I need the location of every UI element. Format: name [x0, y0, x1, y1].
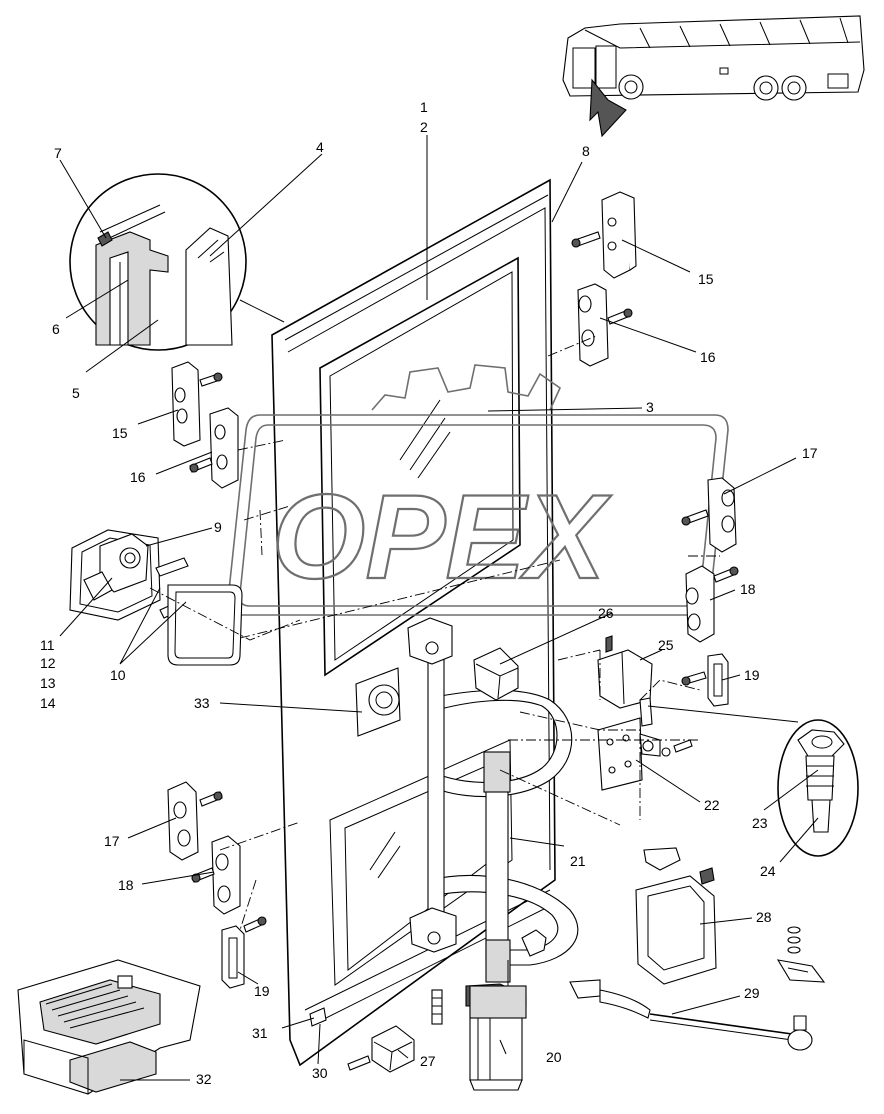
door-cylinder [465, 960, 527, 1091]
stop-block-27 [347, 1025, 415, 1073]
callout-25: 25 [658, 637, 674, 653]
callout-23: 23 [752, 815, 768, 831]
hinge-17-left [167, 781, 223, 861]
washers-stack [776, 926, 826, 983]
callout-6: 6 [52, 321, 60, 337]
callout-2: 2 [420, 119, 428, 135]
callout-5: 5 [72, 385, 80, 401]
bracket-22 [597, 717, 693, 791]
latch-19-right [681, 653, 729, 707]
callout-22: 22 [704, 797, 720, 813]
leader-lines [59, 135, 819, 1081]
callout-21: 21 [570, 853, 586, 869]
callout-16-right: 16 [700, 349, 716, 365]
callout-19-right: 19 [744, 667, 760, 683]
hinge-17-right [681, 477, 737, 553]
callout-17-left: 17 [104, 833, 120, 849]
callout-14: 14 [40, 695, 56, 711]
callout-31: 31 [252, 1025, 268, 1041]
callout-7: 7 [54, 145, 62, 161]
bracket-25 [597, 635, 653, 709]
latch-19-left [221, 916, 267, 989]
callout-28: 28 [756, 909, 772, 925]
valve-33 [355, 667, 401, 737]
hinge-18-left [191, 835, 241, 915]
bus-thumbnail [562, 15, 865, 138]
callout-10: 10 [110, 667, 126, 683]
plate-31 [309, 1007, 327, 1027]
callout-4: 4 [316, 139, 324, 155]
callout-11: 11 [40, 637, 55, 653]
callout-26: 26 [598, 605, 614, 621]
callout-labels: 1 2 3 4 5 6 7 8 9 10 11 12 13 14 15 15 1… [40, 99, 818, 1087]
watermark-logo: OPEX [226, 364, 729, 616]
callout-17-right: 17 [802, 445, 818, 461]
callout-20: 20 [546, 1049, 562, 1065]
callout-1: 1 [420, 99, 428, 115]
guide-rail [407, 617, 579, 983]
callout-9: 9 [214, 519, 222, 535]
callout-3: 3 [646, 399, 654, 415]
callout-32: 32 [196, 1071, 212, 1087]
center-lines [149, 335, 720, 931]
callout-29: 29 [744, 985, 760, 1001]
callout-15-right: 15 [698, 271, 714, 287]
callout-30: 30 [312, 1065, 328, 1081]
cover-28 [635, 847, 717, 985]
callout-24: 24 [760, 863, 776, 879]
callout-12: 12 [40, 655, 56, 671]
arrow-icon [589, 78, 627, 138]
watermark-text: OPEX [272, 470, 612, 604]
callout-19-left: 19 [254, 983, 270, 999]
callout-33: 33 [194, 695, 210, 711]
hinge-18-right [685, 565, 739, 643]
callout-13: 13 [40, 675, 56, 691]
hinge-16-right [577, 283, 633, 367]
hinge-15-right [571, 191, 637, 279]
callout-8: 8 [582, 143, 590, 159]
callout-16-left: 16 [130, 469, 146, 485]
seal-detail [69, 173, 285, 351]
callout-15-left: 15 [112, 425, 128, 441]
link-rod-29 [569, 979, 813, 1051]
bolt-23-detail [639, 697, 859, 857]
spark-bolt [431, 989, 443, 1025]
callout-18-right: 18 [740, 581, 756, 597]
callout-27: 27 [420, 1053, 436, 1069]
hinge-16-left [189, 407, 239, 489]
step-32 [17, 959, 201, 1095]
callout-18-left: 18 [118, 877, 134, 893]
lock-assembly [69, 529, 243, 666]
hinge-15-left [171, 361, 223, 447]
